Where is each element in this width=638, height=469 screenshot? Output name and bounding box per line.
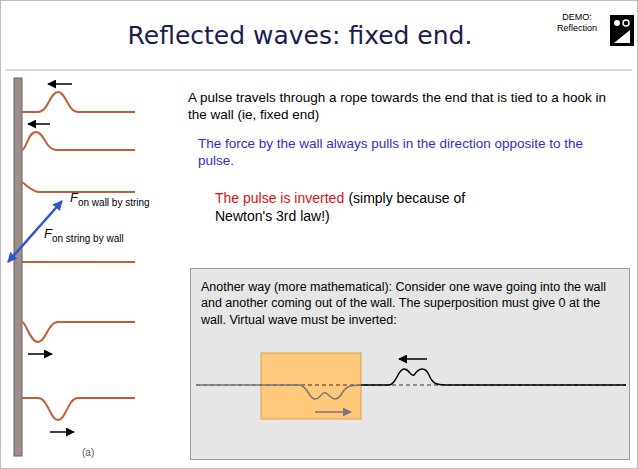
rope-snapshots (22, 92, 135, 420)
force-symbol: F (44, 226, 52, 241)
real-wave (361, 369, 626, 385)
body-text: A pulse travels through a rope towards t… (188, 90, 606, 122)
slide-title: Reflected waves: fixed end. (60, 20, 540, 51)
wall (14, 78, 22, 456)
direction-arrow (28, 123, 50, 125)
label-group: The force by the wall always pulls in th… (198, 136, 618, 170)
rope (22, 322, 135, 342)
label-group: DEMO: Reflection (546, 12, 608, 35)
note-box: Another way (more mathematical): Conside… (190, 268, 630, 460)
rope (22, 132, 135, 150)
demo-icon-eye (614, 20, 620, 26)
demo-icon-box (610, 15, 634, 46)
demo-icon (610, 15, 634, 46)
key-statement: The pulse is inverted (215, 190, 344, 206)
force-subscript: on string by wall (52, 233, 124, 244)
label-group: A pulse travels through a rope towards t… (188, 90, 616, 124)
virtual-wave-figure (196, 353, 626, 419)
panel-letter: (a) (82, 447, 94, 458)
demo-label: DEMO: Reflection (557, 12, 597, 33)
demo-icon-triangle (614, 30, 630, 43)
label-group: Fon wall by string (70, 190, 200, 209)
rope (22, 92, 135, 112)
label-group: (a) (82, 447, 112, 460)
wall-region (261, 353, 361, 419)
force-subscript: on wall by string (78, 197, 150, 208)
rope (22, 261, 135, 263)
force-symbol: F (70, 190, 78, 205)
note-text: Another way (more mathematical): Conside… (191, 269, 629, 328)
virtual-direction-arrow (315, 411, 351, 413)
rope (22, 398, 135, 420)
note-text: The force by the wall always pulls in th… (198, 136, 583, 168)
direction-arrow (50, 431, 74, 433)
direction-arrow (28, 353, 52, 355)
label-group: The pulse is inverted(simply because of … (215, 190, 515, 225)
virtual-wave (196, 385, 361, 399)
real-direction-arrow (399, 358, 427, 360)
direction-arrows (28, 84, 74, 432)
rope (22, 182, 135, 192)
demo-icon-eye (623, 20, 629, 26)
label-group: Fon string by wall (42, 226, 126, 245)
direction-arrow (48, 83, 72, 85)
title-rule (6, 70, 632, 71)
